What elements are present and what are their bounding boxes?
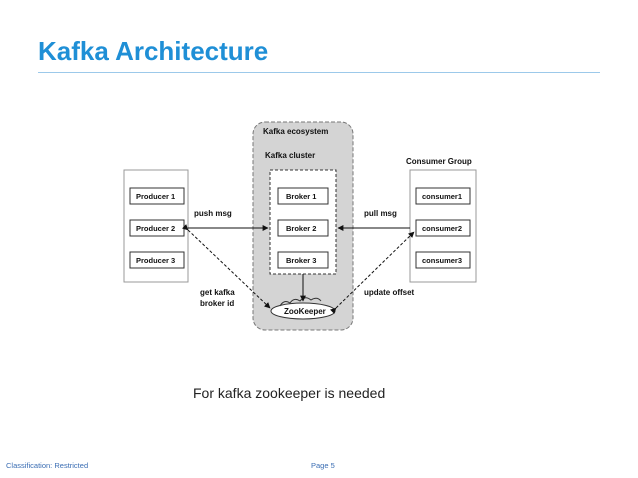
producer-label: Producer 3 — [136, 256, 175, 265]
pull-msg-label: pull msg — [364, 209, 397, 218]
broker-box — [277, 187, 329, 205]
broker-box — [277, 251, 329, 269]
push-msg-label: push msg — [194, 209, 232, 218]
consumer-label: consumer3 — [422, 256, 462, 265]
consumer-box — [415, 219, 471, 237]
get-kafka-label: get kafka — [200, 288, 235, 297]
classification-label: Classification: Restricted — [6, 461, 89, 470]
slide-title: Kafka Architecture — [38, 36, 269, 66]
broker-label: Broker 1 — [286, 192, 316, 201]
broker-id-label: broker id — [200, 299, 234, 308]
consumer-label: consumer2 — [422, 224, 462, 233]
consumer-group-label: Consumer Group — [406, 157, 472, 166]
consumer-label: consumer1 — [422, 192, 462, 201]
update-offset-label: update offset — [364, 288, 415, 297]
kafka-ecosystem-label: Kafka ecosystem — [263, 127, 328, 136]
broker-label: Broker 2 — [286, 224, 316, 233]
producer-box — [129, 187, 185, 205]
broker-box — [277, 219, 329, 237]
producer-label: Producer 1 — [136, 192, 175, 201]
producer-zookeeper-link — [182, 224, 271, 309]
title-divider — [38, 72, 600, 73]
kafka-architecture-diagram: Kafka ecosystem Kafka cluster Broker 1 B… — [123, 121, 477, 331]
broker-label: Broker 3 — [286, 256, 316, 265]
diagram-caption: For kafka zookeeper is needed — [193, 385, 386, 401]
consumer-box — [415, 251, 471, 269]
producer-label: Producer 2 — [136, 224, 175, 233]
zookeeper-label: ZooKeeper — [284, 307, 326, 316]
consumer-box — [415, 187, 471, 205]
kafka-cluster-label: Kafka cluster — [265, 151, 315, 160]
zookeeper-consumer-link — [330, 231, 415, 314]
page-number: Page 5 — [311, 461, 335, 470]
